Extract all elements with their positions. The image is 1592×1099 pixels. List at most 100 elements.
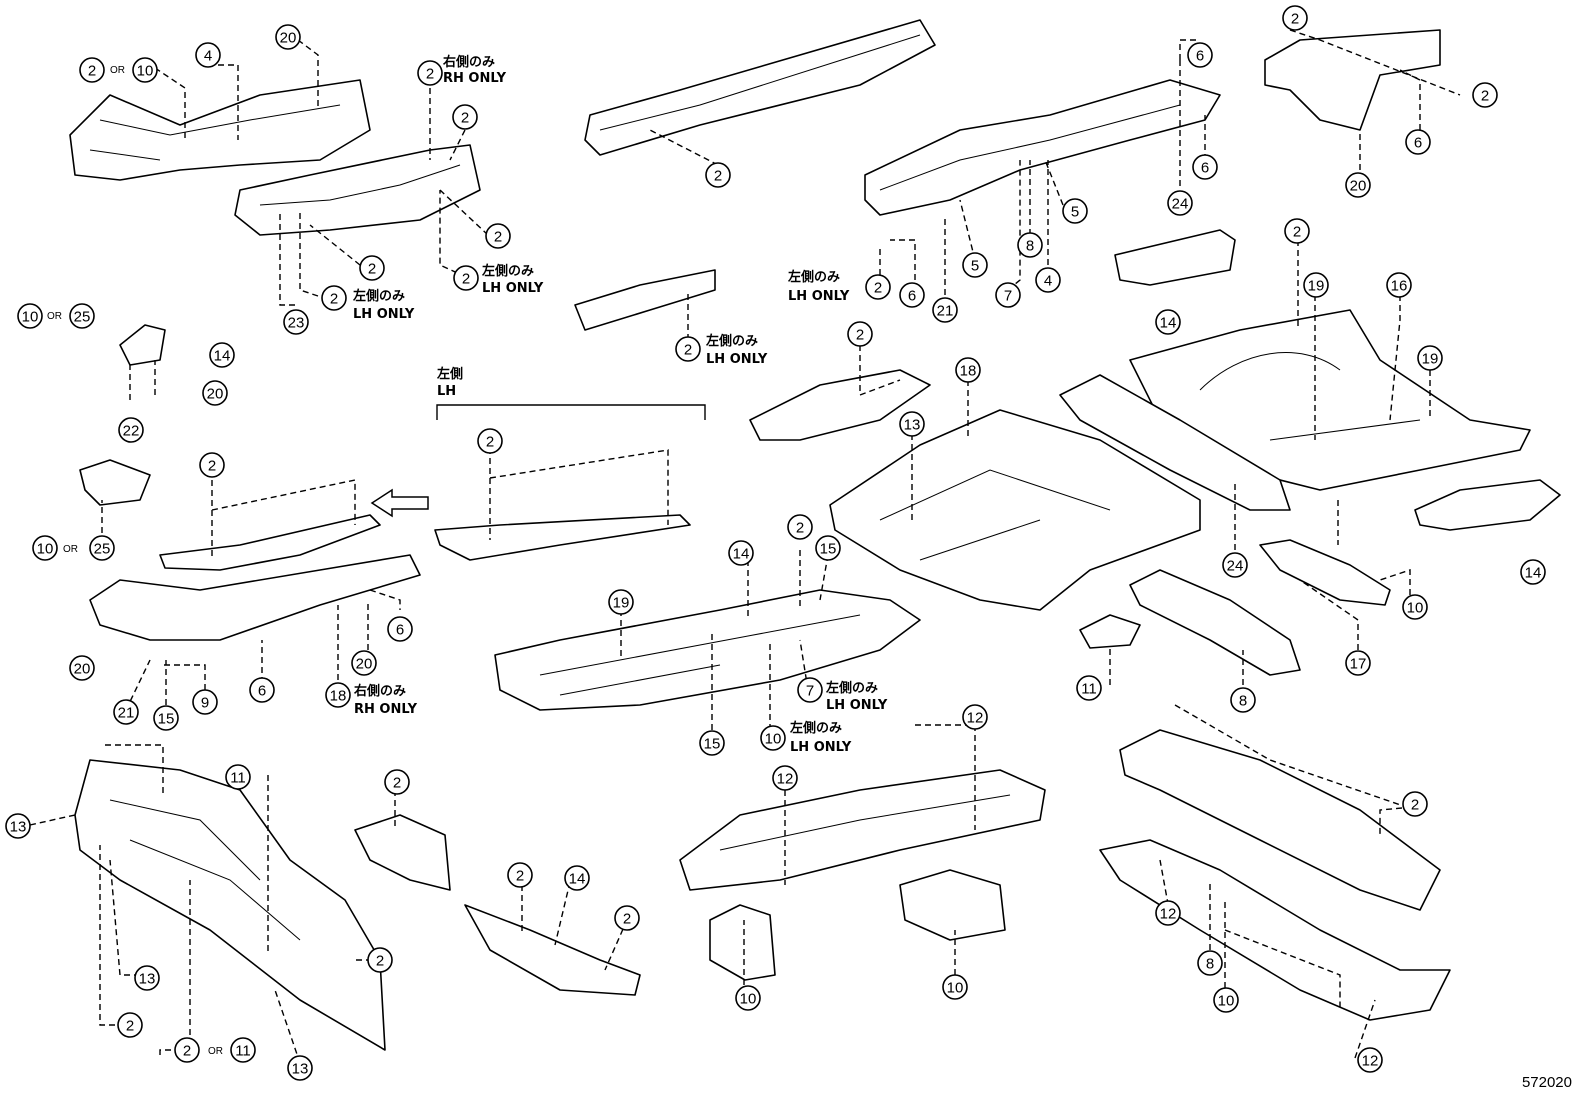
callout-11: 11 [230, 1037, 256, 1063]
callout-label: 20 [1350, 178, 1367, 195]
rocker-panel [159, 514, 381, 571]
callout-20: 20 [351, 650, 377, 676]
callout-label: 14 [569, 871, 586, 888]
rear-floor-side [1059, 374, 1291, 511]
callout-23: 23 [283, 309, 309, 335]
bracket-14-left [119, 324, 166, 366]
callout-label: 13 [10, 819, 27, 836]
callout-20: 20 [202, 380, 228, 406]
callout-2: 2 [485, 223, 511, 249]
callout-label: 12 [967, 710, 984, 727]
callout-2: 2 [417, 60, 443, 86]
callout-10: 10 [1213, 987, 1239, 1013]
callout-2: 2 [174, 1037, 200, 1063]
callout-label: 2 [1293, 224, 1301, 241]
callout-2: 2 [1402, 791, 1428, 817]
callout-18: 18 [955, 357, 981, 383]
callout-24: 24 [1167, 190, 1193, 216]
center-floor-pan [829, 409, 1201, 611]
callout-2: 2 [453, 265, 479, 291]
callout-label: 12 [777, 771, 794, 788]
note-lh-only-jp-2: 左側のみ [353, 288, 405, 304]
callout-17: 17 [1345, 650, 1371, 676]
lh-bracket [436, 404, 706, 420]
callout-label: 13 [292, 1061, 309, 1078]
callout-label: 14 [1525, 565, 1542, 582]
callout-14: 14 [209, 342, 235, 368]
callout-25: 25 [89, 535, 115, 561]
callout-11: 11 [225, 764, 251, 790]
roof-rail [584, 19, 936, 156]
bracket-10-lower-a [709, 904, 776, 981]
callout-24: 24 [1222, 552, 1248, 578]
callout-10: 10 [132, 57, 158, 83]
callout-label: 8 [1206, 956, 1214, 973]
callout-6: 6 [1405, 129, 1431, 155]
callout-label: 20 [207, 386, 224, 403]
callout-13: 13 [899, 411, 925, 437]
callout-label: 11 [230, 770, 246, 787]
callout-label: 12 [1160, 906, 1177, 923]
callout-2: 2 [675, 336, 701, 362]
callout-label: 15 [704, 736, 721, 753]
callout-label: 8 [1239, 693, 1247, 710]
front-apron-assembly [69, 79, 371, 181]
rear-cross-member-lower [1099, 839, 1451, 1021]
callout-20: 20 [1345, 172, 1371, 198]
callout-label: 24 [1227, 558, 1244, 575]
callout-4: 4 [195, 42, 221, 68]
note-lh-only-1: LH ONLY [482, 281, 544, 296]
callout-5: 5 [1062, 198, 1088, 224]
callout-label: 17 [1350, 656, 1367, 673]
callout-22: 22 [118, 417, 144, 443]
callout-19: 19 [1303, 272, 1329, 298]
callout-label: 6 [1196, 48, 1204, 65]
document-number: 572020 [1521, 1074, 1572, 1091]
callout-7: 7 [995, 282, 1021, 308]
callout-14: 14 [728, 540, 754, 566]
callout-2: 2 [199, 452, 225, 478]
callout-2: 2 [1282, 5, 1308, 31]
callout-label: 6 [258, 683, 266, 700]
callout-9: 9 [192, 689, 218, 715]
callout-7: 7 [797, 677, 823, 703]
callout-label: 2 [494, 229, 502, 246]
callout-label: 2 [856, 327, 864, 344]
callout-label: 10 [22, 309, 39, 326]
callout-label: 5 [971, 258, 979, 275]
callout-11: 11 [1076, 675, 1102, 701]
or-label-1: OR [110, 65, 125, 76]
callout-label: 13 [139, 971, 156, 988]
front-side-sill [89, 554, 421, 641]
callout-6: 6 [1192, 154, 1218, 180]
callout-2: 2 [359, 255, 385, 281]
front-floor-cross-member [679, 769, 1046, 891]
floor-side-member [574, 269, 716, 331]
note-lh-only-jp-3: 左側のみ [706, 333, 758, 349]
callout-2: 2 [1472, 82, 1498, 108]
callout-15: 15 [815, 535, 841, 561]
callout-12: 12 [1155, 900, 1181, 926]
rear-floor-member-17 [1259, 539, 1391, 606]
callout-label: 6 [1414, 135, 1422, 152]
callout-label: 2 [330, 291, 338, 308]
or-label-3: OR [63, 544, 78, 555]
callout-label: 25 [94, 541, 111, 558]
callout-label: 10 [740, 991, 757, 1008]
rear-bracket [1264, 29, 1441, 131]
callout-2: 2 [452, 104, 478, 130]
note-lh-only-jp-6: 左側のみ [790, 720, 842, 736]
callout-4: 4 [1035, 267, 1061, 293]
callout-2: 2 [507, 862, 533, 888]
note-lh-only-jp-1: 左側のみ [482, 263, 534, 279]
callout-label: 2 [516, 868, 524, 885]
dash-panel [74, 759, 386, 1051]
callout-2: 2 [384, 769, 410, 795]
callout-label: 9 [201, 695, 209, 712]
callout-label: 19 [1422, 351, 1439, 368]
callout-label: 22 [123, 423, 140, 440]
note-lh-only-jp-4: 左側のみ [788, 269, 840, 285]
callout-label: 15 [820, 541, 837, 558]
note-rh-only-1: RH ONLY [443, 71, 507, 86]
